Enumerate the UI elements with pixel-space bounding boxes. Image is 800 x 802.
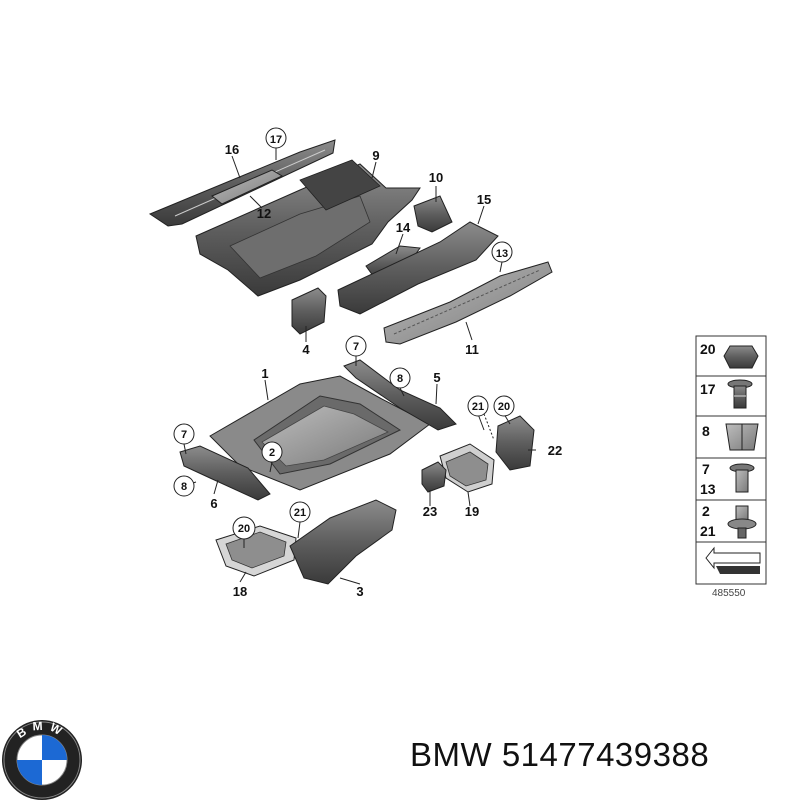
part-4-shape: [291, 287, 327, 335]
part-5-shape: [343, 359, 457, 431]
label-9: 9: [372, 148, 379, 163]
label-20a: 20: [498, 401, 510, 413]
part-12-shape: [211, 169, 284, 205]
label-4: 4: [302, 342, 310, 357]
label-3: 3: [356, 584, 363, 599]
label-11: 11: [465, 342, 479, 357]
part-11-shape: [383, 261, 553, 345]
brand-part-number: BMW 51477439388: [410, 736, 710, 773]
legend-label-20: 20: [700, 341, 716, 357]
label-20b: 20: [238, 523, 250, 535]
part-10-shape: [413, 195, 453, 233]
label-23: 23: [423, 504, 437, 519]
screw-icon: [729, 463, 755, 493]
leader-lines: [183, 146, 536, 585]
label-7b: 7: [181, 429, 187, 441]
label-13: 13: [496, 248, 508, 260]
legend-label-7: 7: [702, 461, 710, 477]
fastener-legend: 20 17 8 7 13 2 21: [695, 335, 767, 599]
label-14: 14: [396, 220, 411, 235]
label-7a: 7: [353, 341, 359, 353]
label-1: 1: [261, 366, 268, 381]
nut-icon: [723, 345, 759, 369]
part-22-shape: [495, 415, 535, 471]
label-16: 16: [225, 142, 239, 157]
label-2: 2: [269, 447, 275, 459]
legend-label-13: 13: [700, 481, 716, 497]
expanding-clip-icon: [725, 423, 759, 451]
diagram-reference-number: 485550: [712, 588, 746, 599]
label-8a: 8: [397, 373, 403, 385]
label-22: 22: [548, 443, 562, 458]
part-18-shape: [215, 525, 297, 577]
legend-label-17: 17: [700, 381, 716, 397]
legend-label-21: 21: [700, 523, 716, 539]
label-6: 6: [210, 496, 217, 511]
part-3-shape: [289, 499, 397, 585]
label-8b: 8: [181, 481, 187, 493]
part-23-shape: [421, 461, 447, 493]
part-6-shape: [179, 445, 271, 501]
label-19: 19: [465, 504, 479, 519]
legend-label-2: 2: [702, 503, 710, 519]
part-15-shape: [337, 221, 499, 315]
bmw-logo: BMW: [2, 719, 82, 800]
legend-label-8: 8: [702, 423, 710, 439]
label-21b: 21: [294, 507, 306, 519]
part-labels: 16 17 9 10 12 14 15 13 11 4 1 7 8 5 21 2…: [181, 134, 562, 599]
label-21a: 21: [472, 401, 484, 413]
part-9-shape: [195, 159, 421, 297]
clip-icon: [727, 379, 753, 409]
label-10: 10: [429, 170, 443, 185]
rivet-icon: [727, 505, 757, 539]
direction-arrow-icon: [705, 546, 761, 574]
label-17: 17: [270, 134, 282, 146]
part-19-shape: [439, 443, 495, 493]
part-1-shape: [209, 375, 431, 491]
label-15: 15: [477, 192, 491, 207]
label-circles: [173, 127, 515, 540]
label-18: 18: [233, 584, 247, 599]
label-5: 5: [433, 370, 440, 385]
label-12: 12: [257, 206, 271, 221]
